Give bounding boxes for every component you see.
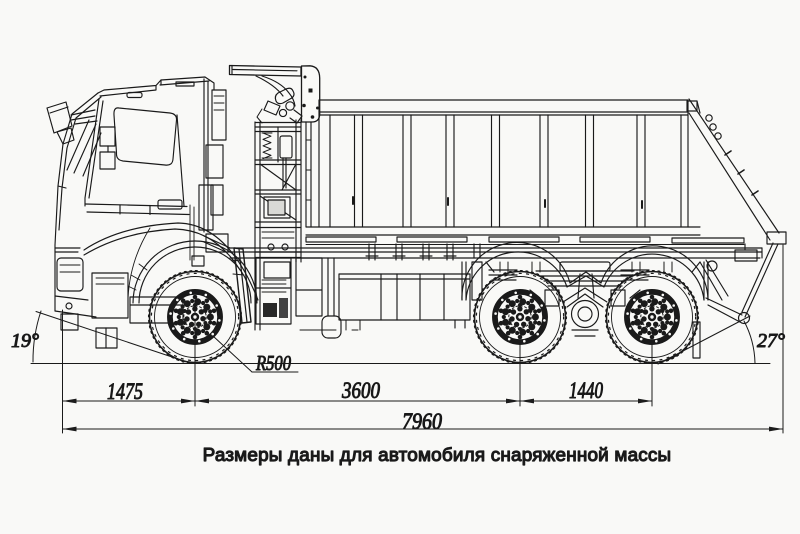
svg-text:Размеры даны для автомобиля сн: Размеры даны для автомобиля снаряженной … <box>203 445 672 466</box>
svg-text:1440: 1440 <box>569 378 603 403</box>
svg-text:7960: 7960 <box>402 409 442 434</box>
svg-text:1475: 1475 <box>107 379 143 404</box>
svg-text:19°: 19° <box>11 330 39 352</box>
svg-text:27°: 27° <box>757 330 785 352</box>
svg-text:3600: 3600 <box>341 378 380 403</box>
svg-text:R500: R500 <box>255 351 291 375</box>
